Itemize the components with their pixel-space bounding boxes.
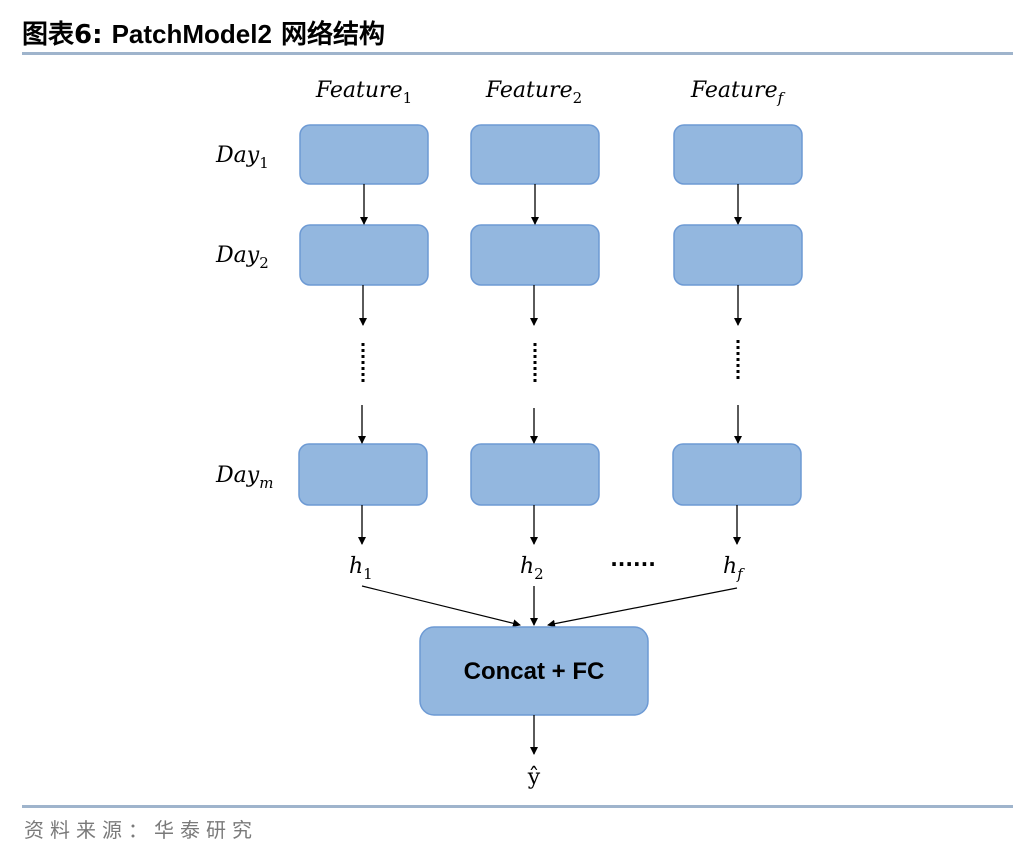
feature-header-2: Feature2 [485, 78, 582, 107]
feature-header-f: Featuref [690, 78, 786, 107]
footer-divider [22, 805, 1013, 808]
patch-box-ff-day1 [673, 124, 803, 185]
source-note: 资料来源：华泰研究 [24, 818, 258, 842]
hidden-state-h1: h1 [349, 554, 373, 583]
patch-box-ff-daym [672, 443, 802, 506]
patch-box-f1-daym [298, 443, 428, 506]
day-label-m: Daym [215, 463, 273, 492]
patch-box-f2-daym [470, 443, 600, 506]
figure-label: 图表6: [22, 20, 103, 50]
title-cn: 网络结构 [281, 20, 386, 50]
header-divider [22, 52, 1013, 55]
patch-box-f1-day2 [299, 224, 429, 286]
arrow-hf-to-concat [547, 587, 738, 628]
hidden-state-h2: h2 [520, 554, 544, 583]
horizontal-ellipsis: ...... [610, 547, 656, 571]
arrow-h1-to-concat [361, 585, 521, 628]
patch-box-f2-day1 [470, 124, 600, 185]
output-y-hat: ŷ [527, 765, 541, 790]
hidden-state-hf: hf [723, 554, 745, 583]
model-name: PatchModel2 [111, 19, 272, 49]
figure-title: 图表6: PatchModel2 网络结构 [22, 14, 385, 51]
day-label-1: Day1 [215, 143, 269, 172]
patch-box-f1-day1 [299, 124, 429, 185]
day-label-2: Day2 [215, 243, 269, 272]
concat-fc-label: Concat + FC [464, 658, 605, 685]
feature-header-1: Feature1 [315, 78, 412, 107]
patch-box-ff-day2 [673, 224, 803, 286]
patch-box-f2-day2 [470, 224, 600, 286]
